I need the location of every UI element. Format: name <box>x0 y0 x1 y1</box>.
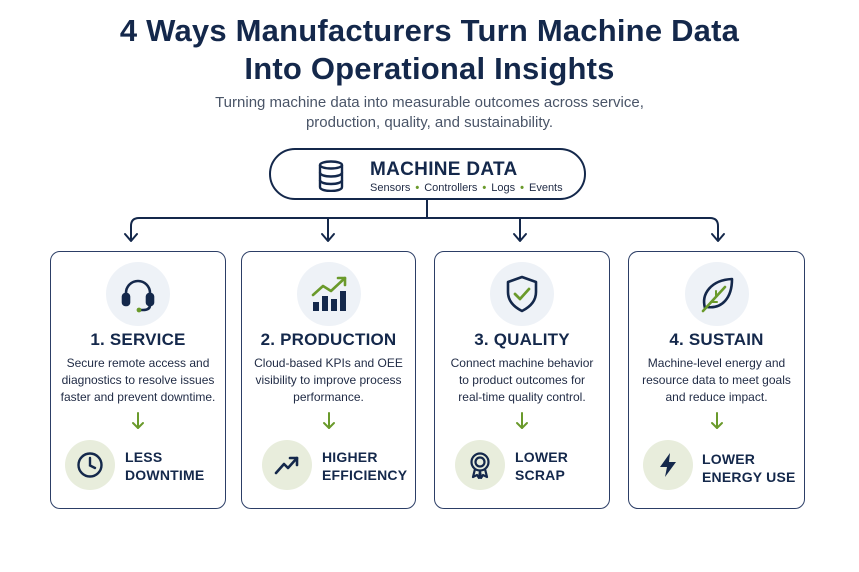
card-icon-circle <box>684 262 749 326</box>
machine-data-hub: MACHINE DATA Sensors • Controllers • Logs • Ev… <box>269 148 586 200</box>
outcome-line: EFFICIENCY <box>322 467 408 483</box>
outcome-line: LESS <box>125 449 163 465</box>
outcome-line: ENERGY USE <box>702 469 796 485</box>
outcome-label: LOWER SCRAP <box>515 448 568 484</box>
desc-line: resource data to meet goals <box>642 373 791 387</box>
card-production: 2. PRODUCTION Cloud-based KPIs and OEE v… <box>241 251 416 509</box>
card-title: 1. SERVICE <box>90 330 186 349</box>
card-icon-circle <box>490 262 554 326</box>
title-line-1: 4 Ways Manufacturers Turn Machine Data <box>119 13 740 48</box>
desc-line: Machine-level energy and <box>647 356 786 370</box>
leaf-icon <box>701 277 733 313</box>
subtitle-line-2: production, quality, and sustainability. <box>305 114 554 131</box>
outcome-line: DOWNTIME <box>125 467 205 483</box>
page-subtitle: Turning machine data into measurable out… <box>0 93 859 133</box>
card-sustain: 4. SUSTAIN Machine-level energy and reso… <box>628 251 805 509</box>
down-arrow-icon <box>516 412 528 429</box>
card-description: Connect machine behavior to product outc… <box>441 355 603 406</box>
outcome-icon-circle <box>455 440 505 490</box>
card-icon-circle <box>106 262 170 326</box>
outcome-line: LOWER <box>702 451 756 467</box>
card-icon-circle <box>296 262 361 326</box>
hub-title: MACHINE DATA <box>370 159 518 180</box>
source-controllers: Controllers <box>424 182 478 194</box>
card-description: Machine-level energy and resource data t… <box>635 355 798 406</box>
card-service: 1. SERVICE Secure remote access and diag… <box>50 251 226 509</box>
desc-line: Secure remote access and <box>66 356 210 370</box>
outcome-label: HIGHER EFFICIENCY <box>322 448 407 484</box>
card-description: Secure remote access and diagnostics to … <box>57 355 219 406</box>
source-logs: Logs <box>491 182 516 194</box>
subtitle-line-1: Turning machine data into measurable out… <box>215 94 644 111</box>
desc-line: real-time quality control. <box>458 390 586 404</box>
lightning-bolt-icon <box>660 453 676 477</box>
source-sensors: Sensors <box>370 182 411 194</box>
outcome-label: LESS DOWNTIME <box>125 448 204 484</box>
desc-line: visibility to improve process <box>255 373 402 387</box>
growth-chart-icon <box>311 276 346 311</box>
outcome-line: LOWER <box>515 449 569 465</box>
outcome-label: LOWER ENERGY USE <box>702 450 796 486</box>
desc-line: and reduce impact. <box>665 390 768 404</box>
card-quality: 3. QUALITY Connect machine behavior to p… <box>434 251 610 509</box>
separator-dot: • <box>520 182 524 194</box>
card-title: 3. QUALITY <box>474 330 570 349</box>
desc-line: Cloud-based KPIs and OEE <box>254 356 403 370</box>
title-line-2: Into Operational Insights <box>244 51 615 86</box>
award-ribbon-icon <box>470 452 490 479</box>
outcome-line: SCRAP <box>515 467 566 483</box>
separator-dot: • <box>415 182 420 194</box>
shield-check-icon <box>506 275 538 313</box>
outcome-icon-circle <box>65 440 115 490</box>
desc-line: faster and prevent downtime. <box>60 390 216 404</box>
database-icon <box>318 160 344 192</box>
down-arrow-icon <box>132 412 144 429</box>
outcome-icon-circle <box>643 440 693 490</box>
card-title: 4. SUSTAIN <box>669 330 764 349</box>
desc-line: performance. <box>293 390 364 404</box>
headset-icon <box>121 279 155 313</box>
clock-icon <box>77 452 103 478</box>
hub-sources: Sensors • Controllers • Logs • Events <box>370 182 563 194</box>
down-arrow-icon <box>710 412 723 429</box>
outcome-icon-circle <box>262 440 312 490</box>
desc-line: Connect machine behavior <box>450 356 594 370</box>
page-title: 4 Ways Manufacturers Turn Machine Data I… <box>0 12 859 88</box>
desc-line: diagnostics to resolve issues <box>61 373 215 387</box>
source-events: Events <box>528 182 563 194</box>
card-description: Cloud-based KPIs and OEE visibility to i… <box>248 355 409 406</box>
outcome-line: HIGHER <box>322 449 378 465</box>
separator-dot: • <box>482 182 487 194</box>
trend-up-icon <box>274 456 299 475</box>
desc-line: to product outcomes for <box>458 373 586 387</box>
down-arrow-icon <box>322 412 335 429</box>
card-title: 2. PRODUCTION <box>260 330 397 349</box>
